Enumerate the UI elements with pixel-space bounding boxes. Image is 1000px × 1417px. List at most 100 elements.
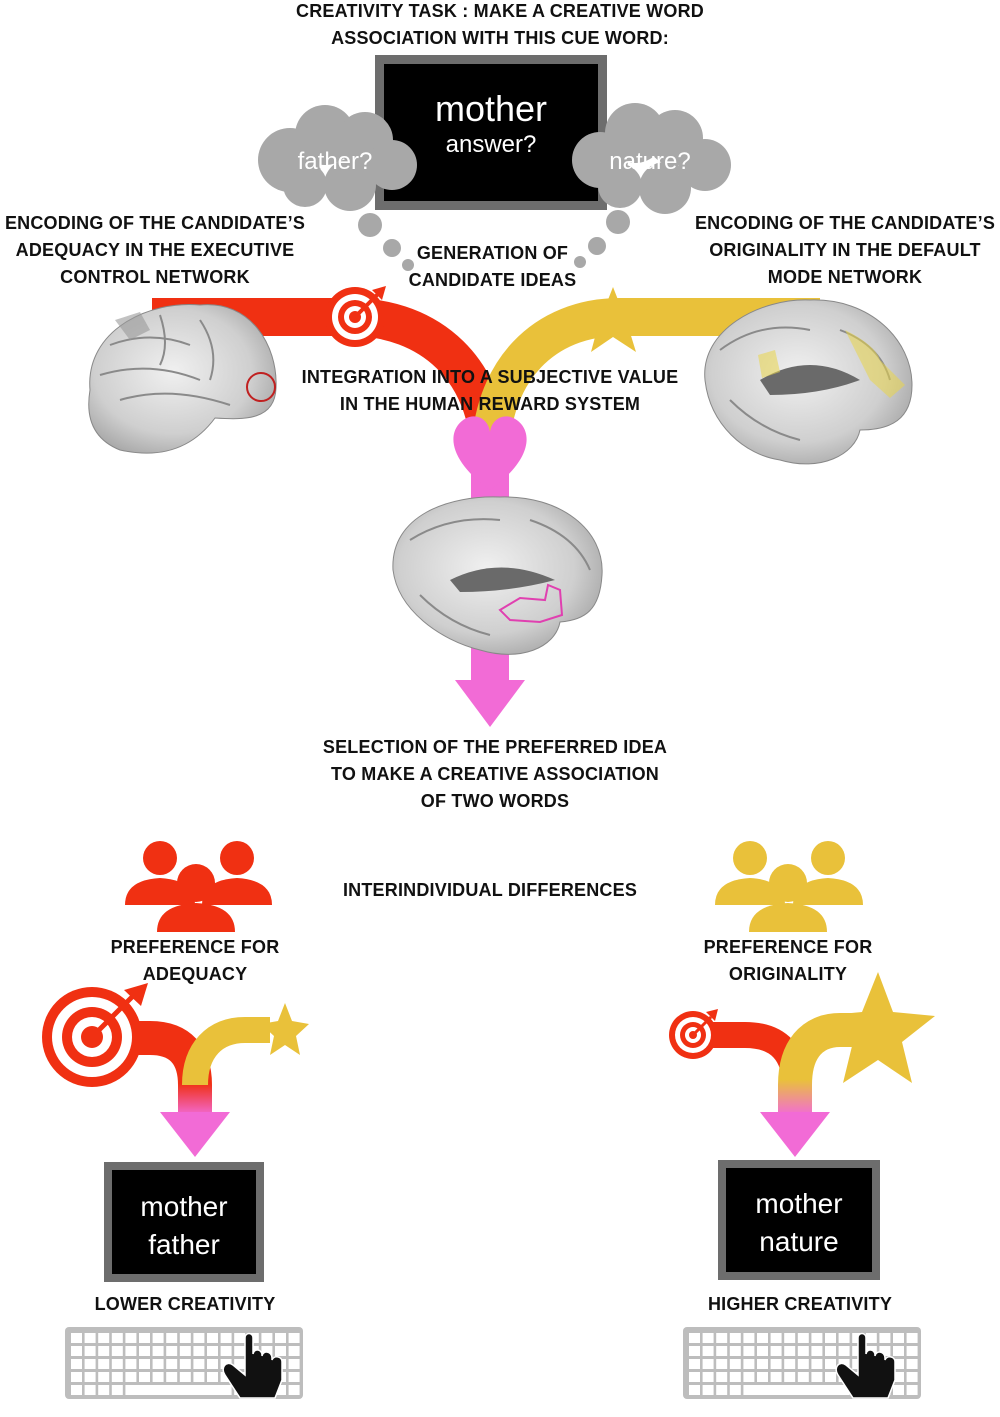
keyboard-key: [111, 1346, 123, 1356]
keyboard-key: [275, 1333, 286, 1343]
keyboard-key: [111, 1385, 123, 1395]
target-icon-small: [669, 1009, 718, 1059]
label-line: INTEGRATION INTO A SUBJECTIVE VALUE: [301, 367, 679, 387]
keyboard-key: [261, 1346, 273, 1356]
keyboard-key: [893, 1333, 904, 1343]
keyboard-key: [702, 1359, 714, 1369]
keyboard-key: [125, 1372, 137, 1382]
keyboard-key: [825, 1346, 836, 1356]
keyboard-key: [729, 1346, 741, 1356]
keyboard-key: [166, 1346, 178, 1356]
target-icon-large: [42, 983, 148, 1087]
keyboard-key: [689, 1372, 700, 1382]
keyboard-key: [702, 1372, 714, 1382]
keyboard-key: [797, 1359, 809, 1369]
keyboard-key: [893, 1385, 904, 1395]
label-line: ORIGINALITY IN THE DEFAULT: [709, 240, 981, 260]
keyboard-key: [207, 1346, 218, 1356]
keyboard-key: [865, 1333, 877, 1343]
keyboard-key: [743, 1333, 755, 1343]
keyboard-key: [139, 1359, 150, 1369]
monitor-right: [718, 1160, 880, 1280]
keyboard-key: [906, 1346, 918, 1356]
preference-originality-label: PREFERENCE FOR ORIGINALITY: [688, 934, 888, 988]
keyboard-key: [179, 1333, 191, 1343]
label-line: MODE NETWORK: [767, 267, 923, 287]
keyboard-key: [838, 1333, 850, 1343]
keyboard-key: [838, 1346, 850, 1356]
star-icon-large: [820, 972, 935, 1083]
label-line: ENCODING OF THE CANDIDATE’S: [694, 213, 996, 233]
keyboard-key: [125, 1333, 137, 1343]
keyboard-key: [879, 1333, 891, 1343]
label-line: GENERATION OF: [416, 243, 569, 263]
keyboard-key: [716, 1346, 728, 1356]
keyboard-key: [770, 1333, 782, 1343]
keyboard-key: [84, 1372, 96, 1382]
keyboard-key: [71, 1333, 82, 1343]
label-line: OF TWO WORDS: [420, 791, 570, 811]
keyboard-key: [825, 1359, 836, 1369]
label-line: SELECTION OF THE PREFERRED IDEA: [322, 737, 668, 757]
keyboard-key: [193, 1372, 205, 1382]
keyboard-key: [234, 1346, 246, 1356]
keyboard-key: [729, 1359, 741, 1369]
task-title-line: ASSOCIATION WITH THIS CUE WORD:: [331, 28, 669, 48]
keyboard-key: [179, 1372, 191, 1382]
keyboard-key: [729, 1385, 741, 1395]
keyboard-key: [288, 1372, 300, 1382]
keyboard-key: [275, 1346, 286, 1356]
keyboard-key: [166, 1333, 178, 1343]
screen-word: father: [148, 1229, 220, 1260]
keyboard-key: [98, 1372, 110, 1382]
keyboard-key: [811, 1359, 823, 1369]
keyboard-key: [784, 1359, 796, 1369]
keyboard-key: [689, 1333, 700, 1343]
adequacy-preference-pathways: [135, 1017, 270, 1157]
keyboard-key: [716, 1359, 728, 1369]
keyboard-key: [220, 1346, 232, 1356]
encoding-originality-label: ENCODING OF THE CANDIDATE’S ORIGINALITY …: [690, 210, 1000, 291]
keyboard-key: [84, 1346, 96, 1356]
label-line: ORIGINALITY: [728, 964, 848, 984]
keyboard-key: [139, 1333, 150, 1343]
generation-label: GENERATION OF CANDIDATE IDEAS: [380, 240, 605, 294]
keyboard-key: [702, 1333, 714, 1343]
keyboard-spacebar: [743, 1385, 850, 1395]
keyboard-key: [797, 1333, 809, 1343]
lower-creativity-label: LOWER CREATIVITY: [94, 1294, 276, 1314]
monitor-top: [375, 55, 607, 210]
star-icon-small: [261, 1003, 309, 1055]
keyboard-key: [288, 1346, 300, 1356]
keyboard-key: [825, 1333, 836, 1343]
people-icon-originality: [715, 841, 863, 932]
originality-preference-pathways: [710, 1013, 860, 1157]
label-line: PREFERENCE FOR: [703, 937, 873, 957]
monitor-top-text: mother answer?: [384, 88, 598, 160]
cloud-left-text: father?: [297, 148, 373, 175]
label-line: TO MAKE A CREATIVE ASSOCIATION: [330, 764, 659, 784]
hand-pointer-icon-left: [222, 1332, 283, 1399]
heart-icon: [453, 416, 527, 490]
selection-label: SELECTION OF THE PREFERRED IDEA TO MAKE …: [300, 734, 690, 815]
keyboard-key: [906, 1372, 918, 1382]
keyboard-key: [689, 1385, 700, 1395]
cloud-right-text: nature?: [609, 148, 691, 175]
keyboard-key: [757, 1372, 768, 1382]
keyboard-key: [784, 1372, 796, 1382]
keyboard-key: [234, 1333, 246, 1343]
keyboard-key: [811, 1346, 823, 1356]
keyboard-key: [234, 1359, 246, 1369]
keyboard-key: [757, 1359, 768, 1369]
keyboard-key: [152, 1333, 164, 1343]
brain-medial-center: [392, 496, 603, 655]
label-line: CANDIDATE IDEAS: [408, 270, 577, 290]
keyboard-key: [207, 1359, 218, 1369]
keyboard-key: [152, 1359, 164, 1369]
thought-cloud-right: [572, 103, 731, 268]
people-icon-adequacy: [125, 841, 272, 932]
keyboard-spacebar: [125, 1385, 232, 1395]
keyboard-key: [84, 1333, 96, 1343]
